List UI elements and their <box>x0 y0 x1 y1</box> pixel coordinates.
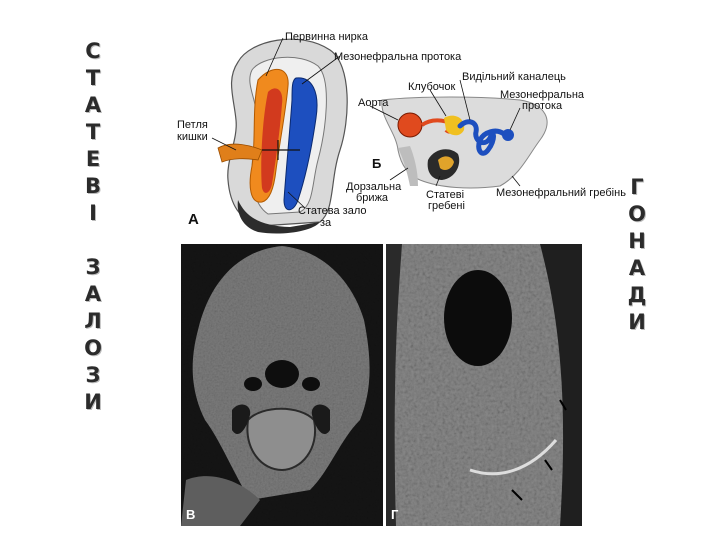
diagram-a: Первинна нирка Мезонефральна протока Пет… <box>177 31 462 234</box>
panel-letter-b: Б <box>372 156 381 171</box>
aorta-circle <box>397 112 423 138</box>
left-title-letter: І <box>89 201 97 225</box>
left-title-letter: З <box>85 255 101 279</box>
right-title-letter: О <box>628 202 646 226</box>
diagram-b: Видільний каналець Клубочок Аорта Мезоне… <box>346 71 626 212</box>
panel-letter-v: В <box>186 507 195 522</box>
label-intestine-loop-1: Петля <box>177 119 208 131</box>
dorsal-mesentery <box>398 146 418 186</box>
intestine-loop <box>217 143 263 163</box>
left-title-letter: З <box>85 363 101 387</box>
right-title-letter: И <box>628 310 646 334</box>
right-title-letter: Н <box>628 229 646 253</box>
mesonephric-duct-dot <box>502 129 514 141</box>
label-mesonephric-ridge: Мезонефральний гребінь <box>496 187 626 199</box>
genital-ridge-highlight <box>438 156 454 170</box>
label-mesonephric-duct: Мезонефральна протока <box>334 51 462 63</box>
micrograph-v <box>181 244 383 526</box>
panel-letter-a: А <box>188 211 199 228</box>
label-aorta: Аорта <box>358 97 389 109</box>
left-title-letter: В <box>84 174 101 198</box>
label-dorsal-mesentery-1: Дорзальна <box>346 181 402 193</box>
label-genital-gland-1: Статева зало <box>298 205 366 217</box>
label-genital-gland-2: за <box>320 217 332 229</box>
label-genital-ridge-1: Статеві <box>426 189 464 201</box>
label-excretory-tubule: Видільний каналець <box>462 71 566 83</box>
label-mesonephric-duct-b-2: протока <box>522 100 563 112</box>
label-genital-ridge-2: гребені <box>428 200 465 212</box>
left-title-letter: А <box>84 282 102 306</box>
dark-shading <box>237 200 320 234</box>
micrograph-g <box>386 244 582 526</box>
right-title-letter: Г <box>630 175 644 199</box>
left-title-letter: Л <box>84 309 102 333</box>
label-intestine-loop-2: кишки <box>177 131 208 143</box>
mesonephros-red <box>261 88 283 193</box>
left-title-letter: Т <box>85 66 101 90</box>
right-title-letter: А <box>628 256 646 280</box>
left-title-letter: О <box>84 336 102 360</box>
label-dorsal-mesentery-2: брижа <box>356 192 389 204</box>
left-title-letter: Е <box>85 147 101 171</box>
mesonephric-duct-blue <box>283 77 318 211</box>
cross-section-body <box>381 96 548 189</box>
glomerulus-yellow <box>444 115 465 136</box>
panel-letter-g: Г <box>391 507 399 522</box>
left-title-letter: Т <box>85 120 101 144</box>
right-title-letter: Д <box>627 283 647 307</box>
left-title-letter: И <box>84 390 102 414</box>
left-title-letter: А <box>84 93 102 117</box>
left-title-letter: С <box>85 39 101 63</box>
label-mesonephric-duct-b-1: Мезонефральна <box>500 89 585 101</box>
label-glomerulus: Клубочок <box>408 81 455 93</box>
label-primary-kidney: Первинна нирка <box>285 31 369 43</box>
excretory-tubule-blue <box>457 119 507 156</box>
